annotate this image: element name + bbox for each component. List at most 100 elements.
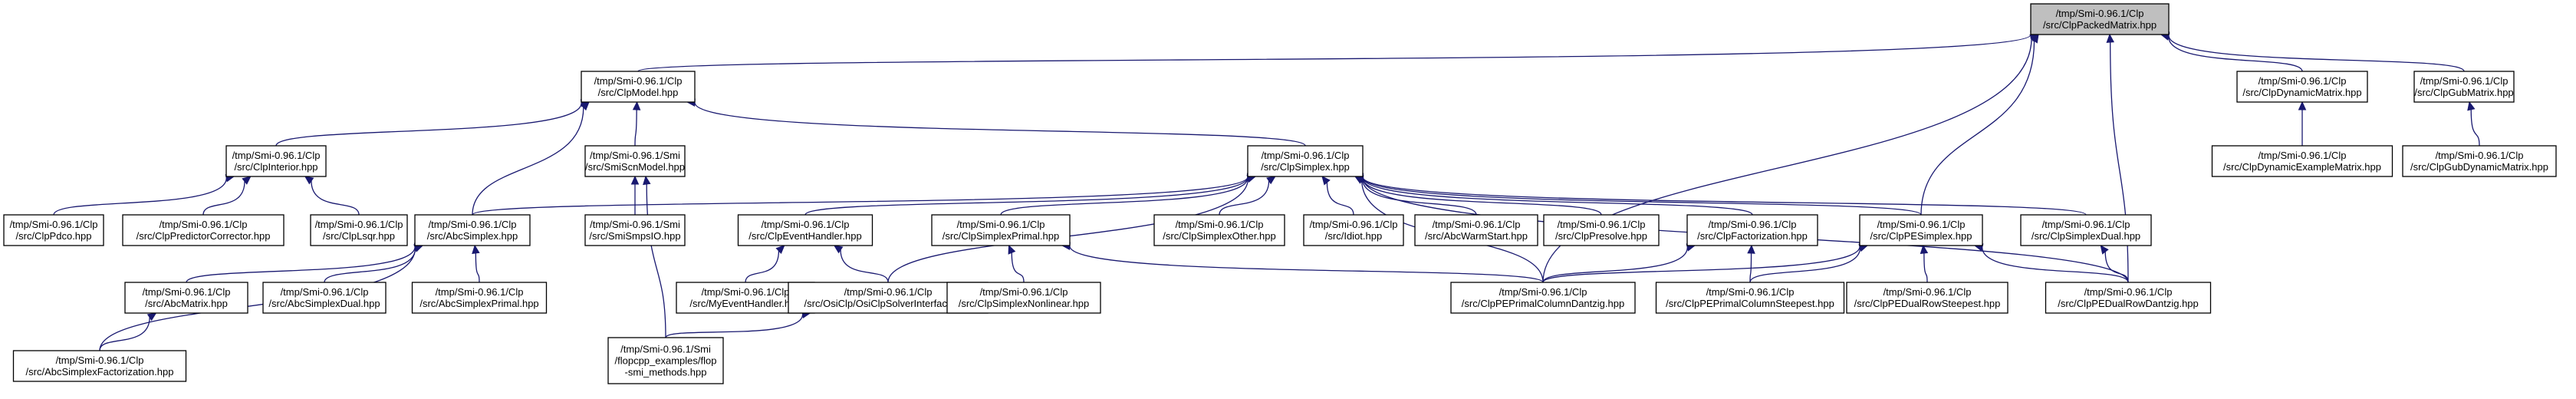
node-pecoldantzig[interactable]: /tmp/Smi-0.96.1/Clp/src/ClpPEPrimalColum… (1450, 282, 1636, 314)
node-box (931, 214, 1071, 246)
node-label-line: /src/ClpPredictorCorrector.hpp (137, 230, 271, 242)
node-pedualsteep[interactable]: /tmp/Smi-0.96.1/Clp/src/ClpPEDualRowStee… (1846, 282, 2008, 314)
node-presolve[interactable]: /tmp/Smi-0.96.1/Clp/src/ClpPresolve.hpp (1543, 214, 1660, 246)
node-smisps[interactable]: /tmp/Smi-0.96.1/Smi/src/SmiSmpsIO.hpp (584, 214, 686, 246)
node-box (1655, 282, 1845, 314)
edge-pecoldantzig-to-factor (1542, 243, 1696, 283)
arrowhead-icon (775, 245, 785, 255)
node-label-line: /tmp/Smi-0.96.1/Clp (702, 286, 790, 298)
edge-abcsimplex-to-simplex (472, 173, 1257, 216)
edge-other-to-simplex (1219, 176, 1276, 216)
edge-line (1920, 41, 2035, 216)
arrowhead-icon (1008, 244, 1016, 255)
node-label-line: /src/Idiot.hpp (1325, 230, 1382, 242)
edge-pedualsteep-to-pesimplex (1920, 244, 1929, 283)
node-eventh[interactable]: /tmp/Smi-0.96.1/Clp/src/ClpEventHandler.… (737, 214, 873, 246)
arrowhead-icon (632, 101, 641, 110)
node-box (310, 214, 408, 246)
node-box (2402, 145, 2557, 177)
node-dual[interactable]: /tmp/Smi-0.96.1/Clp/src/ClpSimplexDual.h… (2020, 214, 2152, 246)
edge-line (2470, 109, 2480, 147)
node-flopc[interactable]: /tmp/Smi-0.96.1/Smi/flopcpp_examples/flo… (607, 337, 724, 384)
node-interior[interactable]: /tmp/Smi-0.96.1/Clp/src/ClpInterior.hpp (225, 145, 327, 177)
edge-line (2168, 36, 2303, 72)
edge-line (1982, 247, 2129, 283)
edge-smisps-to-smiscn (630, 175, 640, 216)
node-label-line: /src/AbcSimplexFactorization.hpp (26, 366, 174, 378)
node-other[interactable]: /tmp/Smi-0.96.1/Clp/src/ClpSimplexOther.… (1153, 214, 1285, 246)
node-box (1153, 214, 1285, 246)
node-abcprimal[interactable]: /tmp/Smi-0.96.1/Clp/src/AbcSimplexPrimal… (411, 282, 548, 314)
arrowhead-icon (1920, 244, 1929, 255)
node-factor[interactable]: /tmp/Smi-0.96.1/Clp/src/ClpFactorization… (1686, 214, 1818, 246)
node-gubmat[interactable]: /tmp/Smi-0.96.1/Clp/src/ClpGubMatrix.hpp (2413, 71, 2515, 103)
edge-line (1362, 176, 1922, 216)
node-label-line: /src/AbcWarmStart.hpp (1425, 230, 1528, 242)
edge-line (1011, 252, 1025, 283)
node-dynmat[interactable]: /tmp/Smi-0.96.1/Clp/src/ClpDynamicMatrix… (2236, 71, 2368, 103)
node-box (737, 214, 873, 246)
edge-line (475, 252, 480, 283)
edge-pecolsteep-to-factor (1747, 244, 1755, 283)
node-label-line: /tmp/Smi-0.96.1/Clp (2259, 150, 2347, 161)
node-pedualdantzig[interactable]: /tmp/Smi-0.96.1/Clp/src/ClpPEDualRowDant… (2045, 282, 2212, 314)
node-label-line: /tmp/Smi-0.96.1/Clp (10, 219, 98, 230)
node-dynex[interactable]: /tmp/Smi-0.96.1/Clp/src/ClpDynamicExampl… (2211, 145, 2393, 177)
node-label-line: /tmp/Smi-0.96.1/Clp (2420, 75, 2509, 87)
edge-line (53, 178, 227, 216)
node-abcwarm[interactable]: /tmp/Smi-0.96.1/Clp/src/AbcWarmStart.hpp (1414, 214, 1538, 246)
edge-line (1362, 177, 1602, 216)
node-pdco[interactable]: /tmp/Smi-0.96.1/Clp/src/ClpPdco.hpp (3, 214, 104, 246)
edge-line (1923, 252, 1928, 283)
node-gubdyn[interactable]: /tmp/Smi-0.96.1/Clp/src/ClpGubDynamicMat… (2402, 145, 2557, 177)
node-label-line: /tmp/Smi-0.96.1/Clp (281, 286, 369, 298)
node-smiscn[interactable]: /tmp/Smi-0.96.1/Smi/src/SmiScnModel.hpp (584, 145, 686, 177)
edge-line (311, 180, 360, 216)
node-box (262, 282, 387, 314)
edge-line (637, 34, 2032, 72)
node-label-line: /tmp/Smi-0.96.1/Smi (590, 150, 680, 161)
edge-line (186, 246, 416, 283)
node-abcsimplex[interactable]: /tmp/Smi-0.96.1/Clp/src/AbcSimplex.hpp (414, 214, 531, 246)
node-label-line: /tmp/Smi-0.96.1/Smi (590, 219, 680, 230)
node-label-line: /tmp/Smi-0.96.1/Clp (436, 286, 524, 298)
node-simplex[interactable]: /tmp/Smi-0.96.1/Clp/src/ClpSimplex.hpp (1247, 145, 1364, 177)
node-label-line: /src/ClpEventHandler.hpp (748, 230, 861, 242)
node-label-line: /flopcpp_examples/flop (615, 355, 717, 367)
node-predcorr[interactable]: /tmp/Smi-0.96.1/Clp/src/ClpPredictorCorr… (122, 214, 285, 246)
arrowhead-icon (833, 245, 844, 254)
node-label-line: /src/ClpPESimplex.hpp (1870, 230, 1972, 242)
node-label-line: /src/AbcSimplexDual.hpp (268, 298, 380, 309)
node-box (2413, 71, 2515, 103)
node-abcdual[interactable]: /tmp/Smi-0.96.1/Clp/src/AbcSimplexDual.h… (262, 282, 387, 314)
node-lsqr[interactable]: /tmp/Smi-0.96.1/Clp/src/ClpLsqr.hpp (310, 214, 408, 246)
node-model[interactable]: /tmp/Smi-0.96.1/Clp/src/ClpModel.hpp (581, 71, 696, 103)
node-abcfactor[interactable]: /tmp/Smi-0.96.1/Clp/src/AbcSimplexFactor… (12, 350, 187, 382)
node-label-line: /tmp/Smi-0.96.1/Clp (315, 219, 403, 230)
edge-line (634, 109, 637, 147)
arrowhead-icon (304, 176, 314, 185)
edge-line (1361, 178, 1477, 216)
node-pesimplex[interactable]: /tmp/Smi-0.96.1/Clp/src/ClpPESimplex.hpp (1859, 214, 1983, 246)
edge-line (804, 176, 1249, 216)
edge-flopc-to-smiscn (643, 175, 666, 338)
edge-gubdyn-to-gubmat (2467, 101, 2480, 147)
node-primal[interactable]: /tmp/Smi-0.96.1/Clp/src/ClpSimplexPrimal… (931, 214, 1071, 246)
arrowhead-icon (1747, 244, 1755, 254)
node-label-line: /src/ClpGubMatrix.hpp (2414, 87, 2513, 98)
node-label-line: /tmp/Smi-0.96.1/Clp (1709, 219, 1797, 230)
node-pecolsteep[interactable]: /tmp/Smi-0.96.1/Clp/src/ClpPEPrimalColum… (1655, 282, 1845, 314)
node-label-line: /tmp/Smi-0.96.1/Clp (2084, 286, 2173, 298)
node-abcmatrix[interactable]: /tmp/Smi-0.96.1/Clp/src/AbcMatrix.hpp (124, 282, 248, 314)
node-nonlin[interactable]: /tmp/Smi-0.96.1/Clp/src/ClpSimplexNonlin… (946, 282, 1101, 314)
node-box (2045, 282, 2212, 314)
node-label-line: /tmp/Smi-0.96.1/Clp (2436, 150, 2524, 161)
node-label-line: /src/ClpPEDualRowDantzig.hpp (2058, 298, 2199, 309)
node-box (122, 214, 285, 246)
edge-line (99, 317, 150, 351)
node-box (1543, 214, 1660, 246)
node-box (584, 145, 686, 177)
node-idiot[interactable]: /tmp/Smi-0.96.1/Clp/src/Idiot.hpp (1303, 214, 1404, 246)
edge-dynex-to-dynmat (2298, 101, 2307, 146)
edge-predcorr-to-interior (202, 176, 252, 216)
